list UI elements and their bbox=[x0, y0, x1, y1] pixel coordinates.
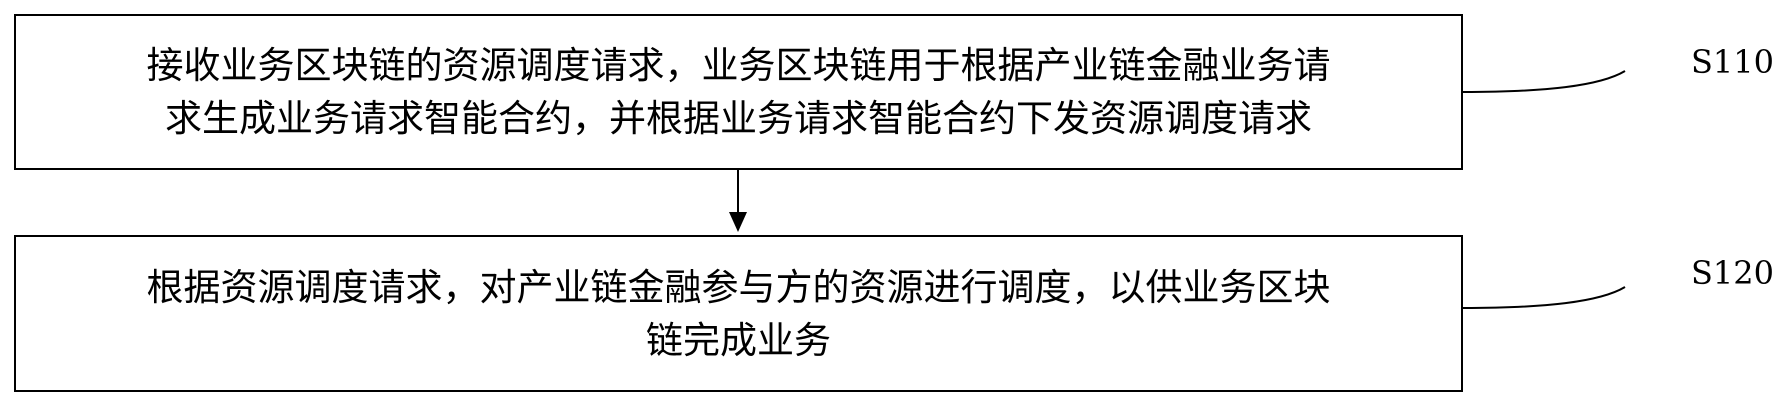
flow-arrow-head bbox=[729, 212, 747, 232]
label-leader-s120 bbox=[1462, 286, 1626, 309]
step-label-s110: S110 bbox=[1691, 43, 1774, 81]
step-box-s110: 接收业务区块链的资源调度请求，业务区块链用于根据产业链金融业务请 求生成业务请求… bbox=[14, 14, 1463, 170]
step-text-s120: 根据资源调度请求，对产业链金融参与方的资源进行调度，以供业务区块 链完成业务 bbox=[146, 265, 1331, 362]
label-leader-s110 bbox=[1462, 70, 1626, 93]
step-text-s110: 接收业务区块链的资源调度请求，业务区块链用于根据产业链金融业务请 求生成业务请求… bbox=[146, 44, 1331, 140]
step-label-s120: S120 bbox=[1691, 254, 1774, 292]
step-box-s120: 根据资源调度请求，对产业链金融参与方的资源进行调度，以供业务区块 链完成业务 bbox=[14, 235, 1463, 392]
